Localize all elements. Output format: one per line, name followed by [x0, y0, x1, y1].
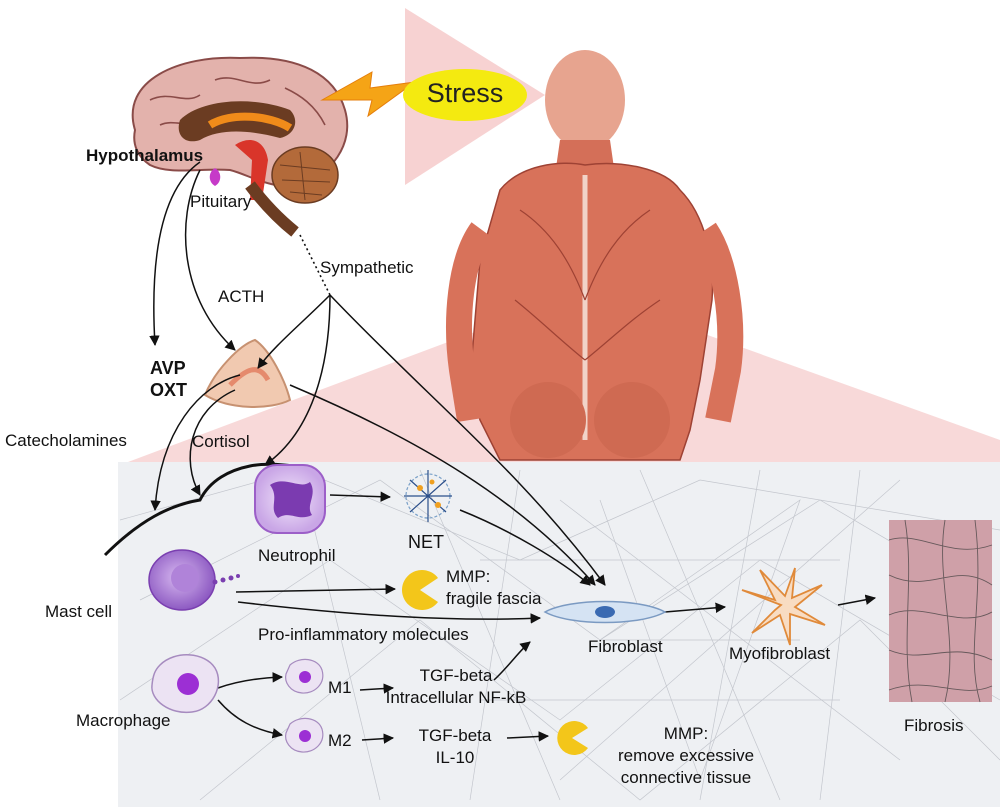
fibroblast-cell: [543, 600, 667, 624]
mmp1-label-line1: MMP:: [446, 567, 491, 586]
myofibroblast-cell: [741, 567, 826, 646]
oxt-label: OXT: [150, 380, 188, 400]
tissue-network: [119, 469, 1000, 801]
mast-cell: [148, 549, 240, 611]
mmp1-label-line2: fragile fascia: [446, 589, 542, 608]
stress-label: Stress: [426, 78, 504, 108]
net-label: NET: [408, 532, 444, 552]
tissue-panel: [118, 462, 1000, 807]
mmp-pacman-icon-2: [557, 721, 588, 755]
fibrosis-label: Fibrosis: [904, 716, 964, 735]
myofibroblast-label: Myofibroblast: [729, 644, 831, 663]
brain: [131, 56, 349, 237]
m2-products-line1: TGF-beta: [418, 726, 492, 745]
mmp2-label-line1: MMP:: [663, 724, 709, 743]
acth-label: ACTH: [218, 287, 265, 306]
avp-label: AVP: [150, 358, 186, 378]
cortisol-label: Cortisol: [192, 432, 250, 451]
pro-inflammatory-label: Pro-inflammatory molecules: [258, 625, 469, 644]
m2-cell: [285, 717, 324, 753]
macrophage-label: Macrophage: [76, 711, 171, 730]
m1-cell: [285, 658, 324, 694]
m1-products-line1: TGF-beta: [419, 666, 493, 685]
m2-products-line2: IL-10: [435, 748, 475, 767]
arrows: [149, 161, 877, 744]
fibroblast-label: Fibroblast: [588, 637, 663, 656]
mmp2-label-line3: connective tissue: [620, 768, 752, 787]
m1-products-line2: Intracellular NF-kB: [385, 688, 527, 707]
mast-cell-label: Mast cell: [45, 602, 113, 621]
fibrosis-image: [888, 519, 993, 703]
macrophage-cell: [151, 654, 220, 714]
mmp-pacman-icon: [402, 570, 438, 610]
sympathetic-dotted-line: [299, 234, 331, 296]
m1-label: M1: [328, 678, 352, 697]
pituitary-label: Pituitary: [190, 192, 252, 211]
muscle-body: [446, 50, 744, 461]
sympathetic-label: Sympathetic: [320, 258, 414, 277]
net-structure: [404, 470, 452, 522]
stress-ellipse: [403, 69, 527, 121]
catecholamines-label: Catecholamines: [5, 431, 127, 450]
neutrophil-label: Neutrophil: [258, 546, 336, 565]
mmp2-label-line2: remove excessive: [617, 746, 755, 765]
hypothalamus-label: Hypothalamus: [86, 146, 204, 165]
m2-label: M2: [328, 731, 352, 750]
neutrophil-cell: [254, 464, 326, 534]
